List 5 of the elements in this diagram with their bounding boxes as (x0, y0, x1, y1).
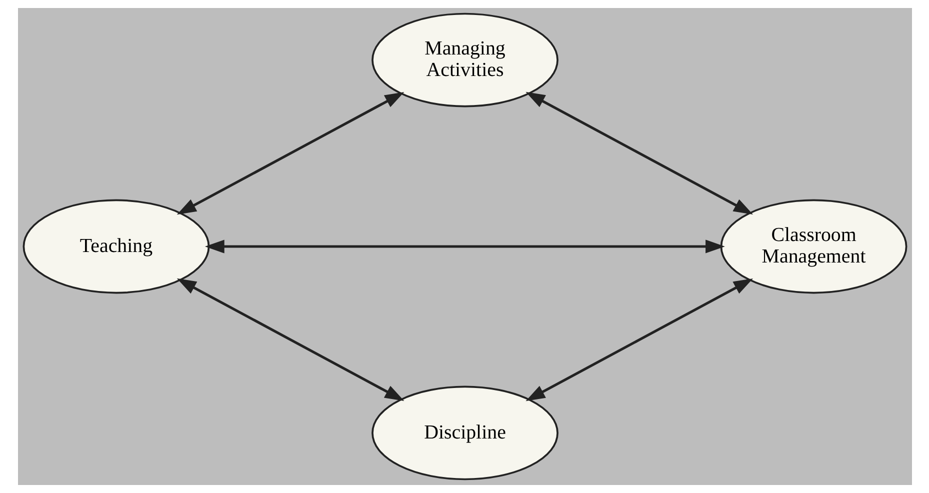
arrow (525, 92, 752, 214)
arrow (176, 278, 404, 401)
arrow (204, 240, 724, 254)
arrow (525, 278, 752, 402)
arrow (176, 92, 404, 215)
